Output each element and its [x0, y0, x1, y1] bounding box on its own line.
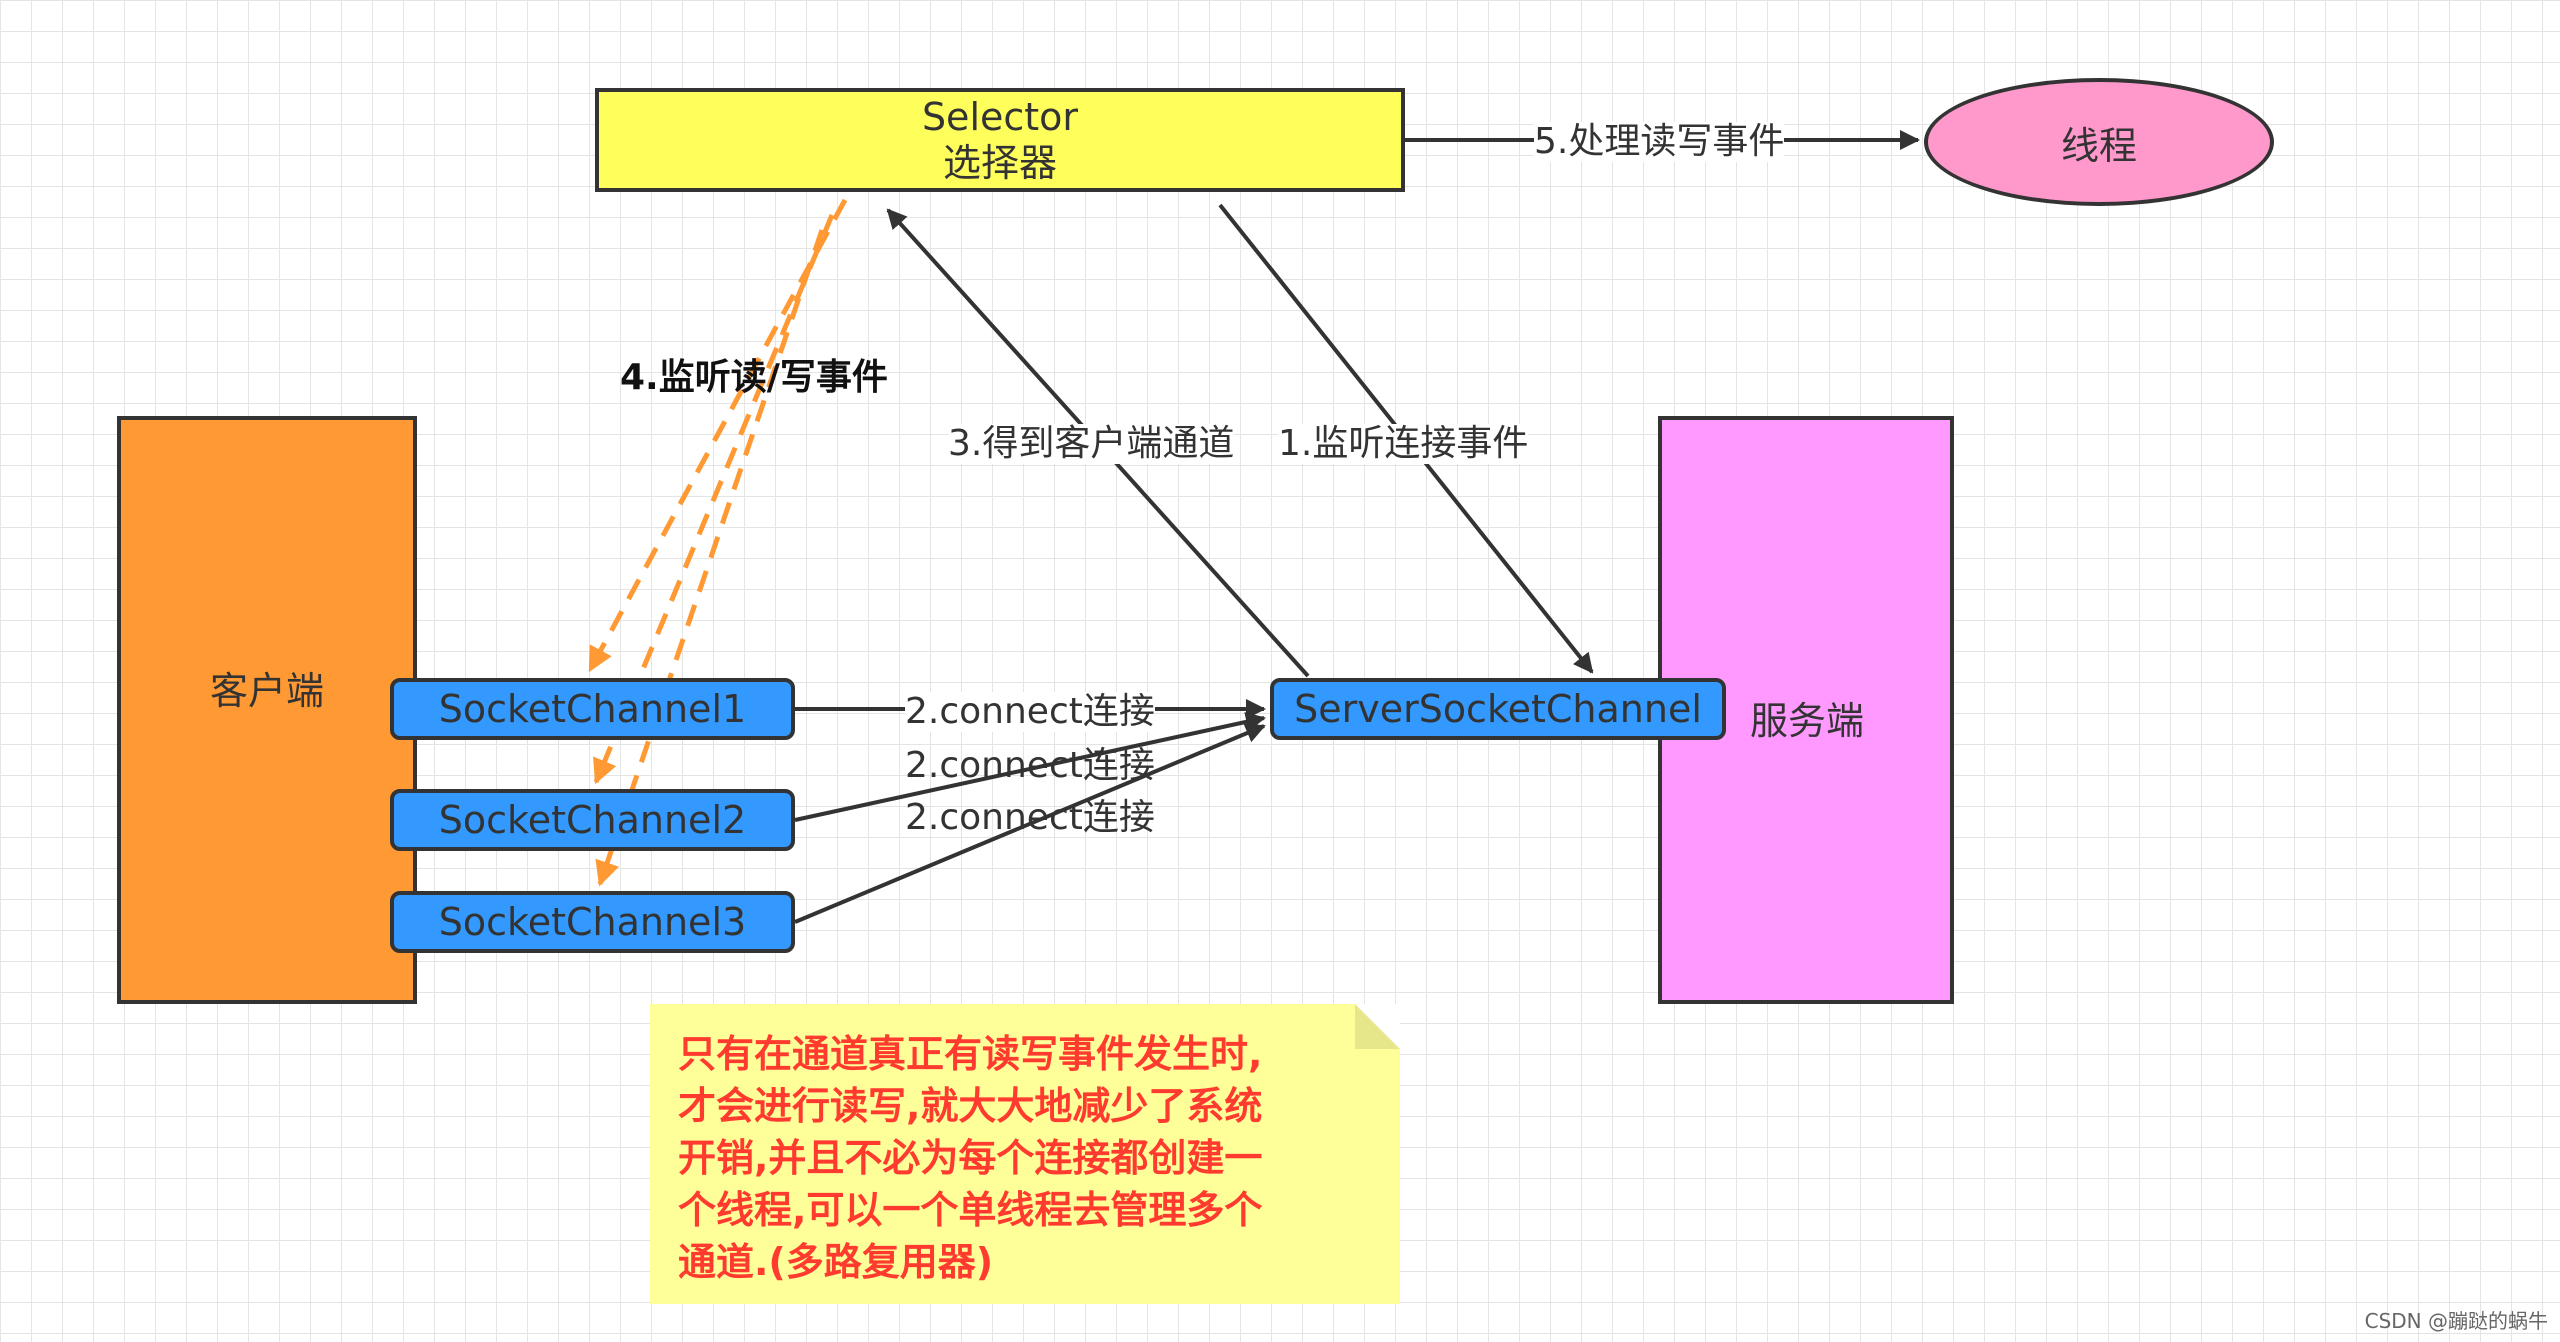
sticky-note: 只有在通道真正有读写事件发生时, 才会进行读写,就大大地减少了系统 开销,并且不… — [650, 1004, 1400, 1304]
socket-channel-2: SocketChannel2 — [390, 789, 795, 851]
note-line: 只有在通道真正有读写事件发生时, — [678, 1032, 1263, 1076]
watermark: CSDN @蹦跶的蜗牛 — [2364, 1309, 2548, 1333]
edge-label-process-events: 5.处理读写事件 — [1534, 121, 1785, 162]
note-fold-corner — [1355, 1004, 1400, 1049]
client-node: 客户端 — [117, 416, 417, 1004]
edge-label-listen-rw: 4.监听读/写事件 — [620, 357, 888, 398]
socket-channel-label: SocketChannel2 — [438, 798, 747, 842]
selector-node: Selector 选择器 — [595, 88, 1405, 192]
client-label: 客户端 — [209, 669, 324, 713]
selector-title: Selector — [921, 95, 1079, 139]
edge-connect-2 — [794, 712, 1266, 822]
server-socket-channel: ServerSocketChannel — [1270, 678, 1726, 740]
selector-subtitle: 选择器 — [942, 141, 1057, 185]
server-socket-channel-label: ServerSocketChannel — [1294, 687, 1702, 731]
socket-channel-3: SocketChannel3 — [390, 891, 795, 953]
edge-connect-3 — [794, 723, 1266, 924]
note-line: 开销,并且不必为每个连接都创建一 — [678, 1136, 1263, 1180]
edge-label-connect-3: 2.connect连接 — [905, 797, 1155, 838]
socket-channel-label: SocketChannel3 — [438, 900, 747, 944]
socket-channel-label: SocketChannel1 — [438, 687, 747, 731]
note-line: 通道.(多路复用器) — [678, 1240, 994, 1284]
edge-label-listen-connect: 1.监听连接事件 — [1278, 423, 1529, 464]
thread-label: 线程 — [2060, 123, 2137, 168]
edge-listen-rw-3 — [595, 229, 825, 887]
note-line: 个线程,可以一个单线程去管理多个 — [678, 1188, 1263, 1232]
note-line: 才会进行读写,就大大地减少了系统 — [678, 1084, 1263, 1128]
edge-label-connect-1: 2.connect连接 — [905, 691, 1155, 732]
edge-listen-rw-1 — [587, 198, 848, 673]
edge-label-connect-2: 2.connect连接 — [905, 745, 1155, 786]
server-label: 服务端 — [1750, 699, 1865, 743]
thread-node: 线程 — [1924, 78, 2274, 206]
socket-channel-1: SocketChannel1 — [390, 678, 795, 740]
edge-label-get-client-channel: 3.得到客户端通道 — [948, 423, 1235, 464]
